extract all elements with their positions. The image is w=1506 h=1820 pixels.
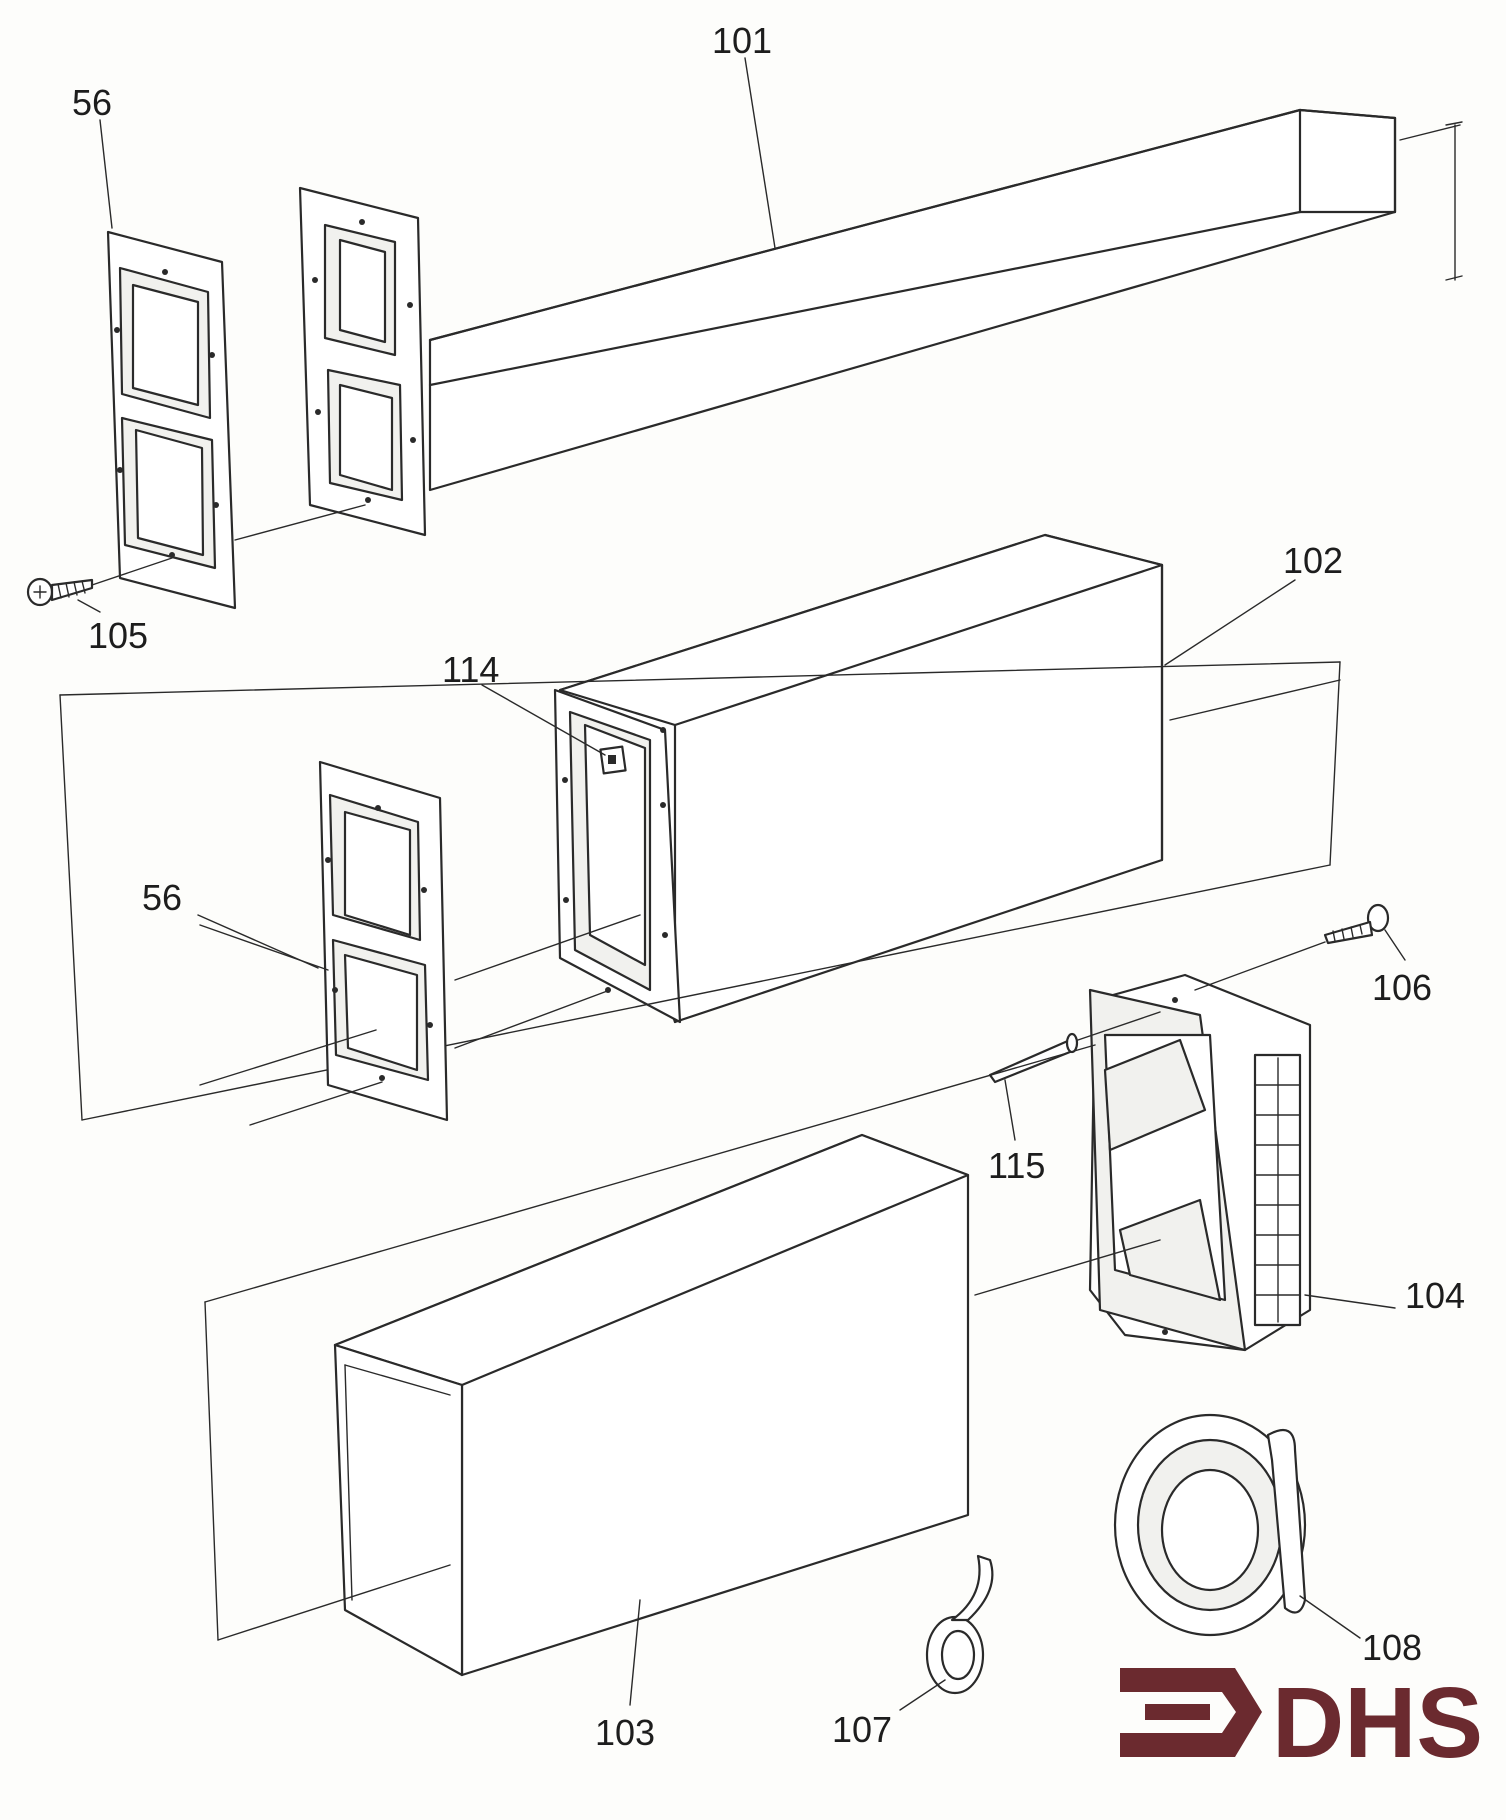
leader-lines	[77, 57, 1406, 1711]
part-101-end-flange	[298, 186, 427, 537]
part-114-clip	[599, 745, 627, 775]
label-104: 104	[1405, 1275, 1465, 1316]
dhs-logo-arrow-icon	[1120, 1668, 1262, 1757]
part-103-duct-box	[204, 1044, 1161, 1677]
label-103: 103	[595, 1712, 655, 1753]
label-56-mid: 56	[142, 877, 182, 918]
label-56-top: 56	[72, 82, 112, 123]
part-56-wall-plate-middle	[199, 760, 641, 1126]
part-107-tape-roll-small	[925, 1554, 994, 1695]
label-105: 105	[88, 615, 148, 656]
label-107: 107	[832, 1709, 892, 1750]
part-101-long-duct	[428, 108, 1463, 492]
label-108: 108	[1362, 1627, 1422, 1668]
part-106-screw	[1194, 903, 1390, 991]
part-108-tape-roll-large	[1113, 1413, 1307, 1637]
vent-louvers	[1253, 1053, 1302, 1327]
part-56-wall-plate-top	[26, 230, 366, 610]
dhs-logo: DHS	[1120, 1667, 1483, 1779]
label-106: 106	[1372, 967, 1432, 1008]
part-labels: 101 56 105 102 114 56 106 115 104 103 10…	[72, 20, 1465, 1753]
label-115: 115	[988, 1145, 1045, 1186]
part-105-screw	[26, 577, 94, 607]
part-104-end-vent	[1088, 973, 1312, 1352]
label-102: 102	[1283, 540, 1343, 581]
part-102-duct-box	[59, 533, 1341, 1121]
dhs-logo-text: DHS	[1272, 1667, 1483, 1779]
label-114: 114	[442, 649, 499, 690]
label-101: 101	[712, 20, 772, 61]
